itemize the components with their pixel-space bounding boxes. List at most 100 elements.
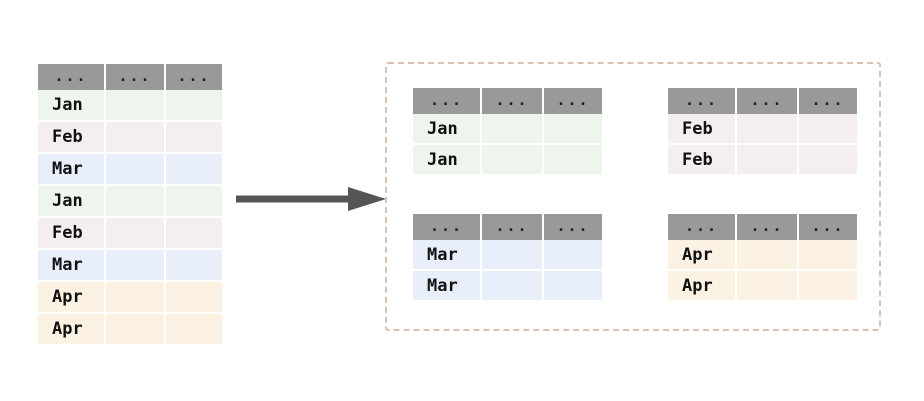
row-label-cell: Apr <box>38 314 104 344</box>
column-gap <box>164 218 166 248</box>
table-row: Mar <box>413 240 602 269</box>
column-gap <box>542 214 544 240</box>
table-row: Apr <box>38 282 222 312</box>
row-gap <box>38 280 222 282</box>
row-data-cell <box>482 114 542 143</box>
table-row: Feb <box>668 114 857 143</box>
column-gap <box>735 88 737 114</box>
column-gap <box>164 282 166 312</box>
group-table-header-row: ......... <box>668 88 857 114</box>
column-gap <box>164 154 166 184</box>
row-gap <box>38 152 222 154</box>
row-data-cell <box>106 122 164 152</box>
row-data-cell <box>544 114 602 143</box>
row-gap <box>38 312 222 314</box>
row-gap <box>38 344 222 346</box>
row-data-cell <box>482 240 542 269</box>
column-gap <box>104 90 106 120</box>
column-gap <box>542 240 544 269</box>
row-label-cell: Mar <box>413 271 480 300</box>
row-data-cell <box>166 90 222 120</box>
row-data-cell <box>799 240 857 269</box>
table-row: Jan <box>413 145 602 174</box>
group-header-cell-0: ... <box>668 88 735 114</box>
column-gap <box>797 145 799 174</box>
table-row: Jan <box>38 186 222 216</box>
table-row: Mar <box>38 250 222 280</box>
arrow-icon <box>236 187 386 211</box>
source-table-header-row: ... ... ... <box>38 64 222 90</box>
row-label-cell: Mar <box>38 154 104 184</box>
column-gap <box>735 214 737 240</box>
row-data-cell <box>166 154 222 184</box>
row-data-cell <box>544 271 602 300</box>
column-gap <box>735 271 737 300</box>
column-gap <box>797 114 799 143</box>
row-label-cell: Jan <box>413 114 480 143</box>
group-table-header-row: ......... <box>668 214 857 240</box>
column-gap <box>480 240 482 269</box>
row-data-cell <box>482 145 542 174</box>
column-gap <box>797 240 799 269</box>
row-gap <box>668 143 855 145</box>
group-header-cell-1: ... <box>737 214 797 240</box>
table-row: Feb <box>38 218 222 248</box>
column-gap <box>480 114 482 143</box>
column-gap <box>104 282 106 312</box>
grouped-output-container <box>385 62 881 331</box>
row-data-cell <box>544 145 602 174</box>
group-header-cell-1: ... <box>482 214 542 240</box>
group-header-cell-1: ... <box>737 88 797 114</box>
source-header-cell-1: ... <box>106 64 164 90</box>
column-gap <box>542 88 544 114</box>
group-header-cell-0: ... <box>668 214 735 240</box>
row-data-cell <box>799 145 857 174</box>
row-gap <box>38 216 222 218</box>
row-data-cell <box>106 282 164 312</box>
group-header-cell-2: ... <box>799 214 857 240</box>
row-gap <box>413 174 600 176</box>
column-gap <box>104 64 106 90</box>
row-data-cell <box>106 218 164 248</box>
row-data-cell <box>106 186 164 216</box>
column-gap <box>480 88 482 114</box>
source-header-cell-0: ... <box>38 64 104 90</box>
group-header-cell-1: ... <box>482 88 542 114</box>
column-gap <box>104 122 106 152</box>
row-label-cell: Mar <box>38 250 104 280</box>
column-gap <box>480 271 482 300</box>
row-data-cell <box>106 90 164 120</box>
column-gap <box>164 64 166 90</box>
row-gap <box>38 184 222 186</box>
column-gap <box>104 154 106 184</box>
column-gap <box>164 122 166 152</box>
row-data-cell <box>166 218 222 248</box>
column-gap <box>542 271 544 300</box>
column-gap <box>104 186 106 216</box>
row-gap <box>38 120 222 122</box>
row-label-cell: Apr <box>38 282 104 312</box>
row-data-cell <box>737 114 797 143</box>
row-data-cell <box>166 314 222 344</box>
row-data-cell <box>166 282 222 312</box>
column-gap <box>164 250 166 280</box>
table-row: Apr <box>38 314 222 344</box>
column-gap <box>735 145 737 174</box>
table-row: Apr <box>668 240 857 269</box>
row-label-cell: Apr <box>668 240 735 269</box>
row-data-cell <box>799 271 857 300</box>
group-table-header-row: ......... <box>413 214 602 240</box>
column-gap <box>104 250 106 280</box>
source-header-cell-2: ... <box>166 64 222 90</box>
row-data-cell <box>106 314 164 344</box>
row-gap <box>38 248 222 250</box>
row-gap <box>413 269 600 271</box>
row-data-cell <box>799 114 857 143</box>
row-data-cell <box>482 271 542 300</box>
table-row: Jan <box>413 114 602 143</box>
row-data-cell <box>737 240 797 269</box>
group-header-cell-0: ... <box>413 88 480 114</box>
